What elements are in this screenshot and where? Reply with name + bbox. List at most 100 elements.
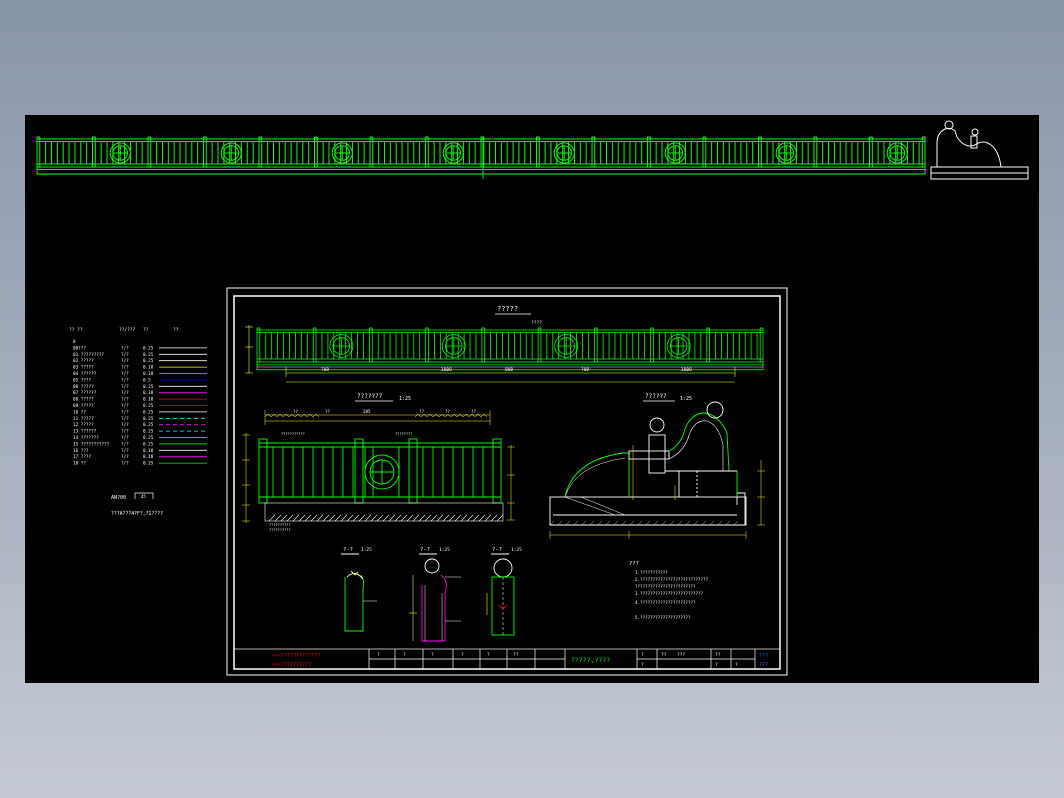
elevation-ground (264, 502, 504, 522)
railing-post (759, 327, 764, 363)
title-block-cell: ?? (513, 652, 519, 658)
railing-post (258, 136, 263, 168)
layer-table-header: ?? (143, 327, 149, 333)
plan-dim-label: ?00 (581, 367, 589, 373)
title-block-right-cells: ??????????? (641, 652, 738, 668)
svg-text:1.???????????: 1.??????????? (635, 570, 668, 575)
layer-row-linetype: ?/? (121, 448, 129, 454)
plan-left-dims (245, 325, 253, 374)
railing-medallion (666, 334, 691, 358)
railing-medallion (442, 142, 464, 164)
layer-row-linetype: ?/? (121, 403, 129, 409)
layer-row-linetype: ?/? (121, 435, 129, 441)
railing-post (312, 327, 317, 363)
railing-post (314, 136, 318, 168)
north-mark: 45 (141, 494, 146, 499)
sheet-railing-plan (256, 327, 764, 371)
section-dims (549, 445, 765, 539)
layer-row-name: 01 ????????? (73, 352, 104, 358)
plan-dim-label: 1800 (681, 367, 692, 373)
layer-row-name: 00??? (73, 345, 86, 351)
layer-row-linetype: ?/? (121, 409, 129, 415)
top-right-sculpture (930, 120, 1029, 180)
elevation-dimension-labels: 285?????????? (293, 409, 477, 414)
layer-row-weight: 0.25 (143, 345, 154, 351)
layer-row-linetype: ?/? (121, 397, 129, 403)
railing-post (481, 327, 486, 363)
railing-base (36, 166, 926, 175)
blue-label-2: ??? (759, 662, 768, 668)
title-block-cell: ? (403, 652, 406, 658)
svg-text:2.???????????????????????????: 2.??????????????????????????? (635, 577, 709, 582)
layer-row-weight: 0.25 (143, 441, 154, 447)
layer-row-weight: 0.18 (143, 390, 154, 396)
title-block-right-cell: ? (641, 652, 644, 658)
svg-text:5.????????????????????: 5.???????????????????? (635, 615, 691, 620)
railing-post (369, 327, 373, 363)
elevation-dim-label: ?? (419, 409, 425, 414)
plan-note: ???? (531, 320, 542, 326)
layer-row-name: 17 ???? (73, 454, 92, 460)
layer-row-weight: 0.18 (143, 365, 154, 371)
layer-row-name: 05 ???? (73, 377, 92, 383)
title-block-right-cell: ?? (715, 652, 721, 658)
svg-text:1:25: 1:25 (511, 547, 522, 553)
layer-row-linetype: ?/? (121, 454, 129, 460)
elevation-top-dims (264, 410, 491, 425)
layer-row-linetype: ?/? (121, 384, 129, 390)
company-name-1: <<<????????????? (272, 653, 320, 659)
layer-row-name: 14 ??????? (73, 435, 99, 441)
railing-medallion (775, 142, 797, 164)
railing-post (147, 136, 152, 168)
layer-row-weight: 0.25 (143, 435, 154, 441)
railing-medallion (109, 142, 131, 164)
svg-text:?-?: ?-? (492, 547, 502, 553)
title-block (233, 648, 781, 670)
title-block-right-cell: ? (715, 662, 718, 668)
elevation-post (492, 438, 502, 504)
railing-post (869, 136, 873, 168)
layer-row-name: 02 ????? (73, 358, 94, 364)
title-block-right-cell: ? (641, 662, 644, 668)
railing-post (813, 136, 818, 168)
layer-row-linetype: ?/? (121, 345, 129, 351)
layer-row-name: 06 ????? (73, 384, 94, 390)
layer-row-name: 0 (73, 339, 76, 345)
svg-text:??????????: ?????????? (269, 528, 291, 532)
railing-medallion (553, 142, 575, 164)
svg-text:1:25: 1:25 (439, 547, 450, 553)
layer-row-weight: 0.25 (143, 358, 154, 364)
drawing-title: ?????,???? (571, 656, 610, 664)
layer-row-weight: 0.25 (143, 422, 154, 428)
elevation-dim-label: ?? (293, 409, 299, 414)
layer-row-weight: 0.25 (143, 384, 154, 390)
detail-c: ?-? 1:25 (486, 547, 522, 636)
elevation-left-dims (242, 433, 515, 523)
layer-row-linetype: ?/? (121, 352, 129, 358)
layer-table-header: ?? (173, 327, 179, 333)
railing-post (536, 136, 540, 168)
elevation-annotations: ??????????? ???????? ?????????? ????????… (269, 432, 412, 532)
railing-medallion (220, 142, 242, 164)
elevation-post (408, 438, 418, 504)
svg-text:4.??????????????????????: 4.?????????????????????? (635, 600, 696, 605)
svg-text:?-?: ?-? (343, 547, 353, 553)
plan-dim-label: 800 (505, 367, 513, 373)
layer-row-name: 08 ????? (73, 397, 94, 403)
north-label: AN?00 (111, 495, 126, 501)
layer-row-linetype: ?/? (121, 429, 129, 435)
elevation-scale: 1:25 (399, 396, 411, 402)
layer-row-linetype: ?/? (121, 461, 129, 467)
detail-a: ?-? 1:25 (341, 547, 377, 632)
elevation-annotation-hatch (264, 413, 488, 418)
railing-post (36, 136, 41, 168)
railing-post (537, 327, 542, 363)
layer-row-linetype: ?/? (121, 422, 129, 428)
railing-base (256, 361, 764, 371)
railing-post (921, 136, 926, 168)
svg-text:3.?????????????????????????: 3.????????????????????????? (635, 591, 704, 596)
svg-text:????????????????????????: ???????????????????????? (635, 584, 696, 589)
title-block-cell: ? (431, 652, 434, 658)
